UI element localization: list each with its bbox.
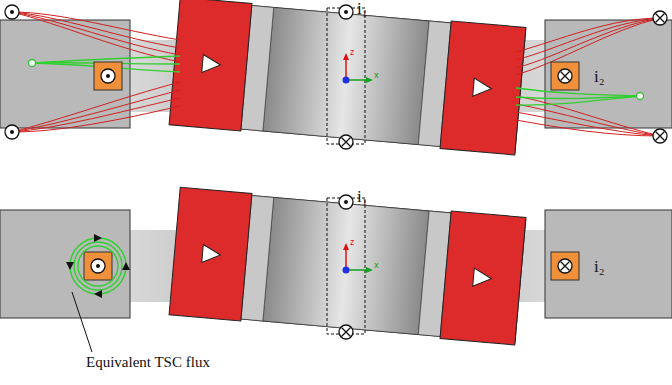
current-label: i₁ xyxy=(357,188,368,205)
axis-label: x xyxy=(374,262,379,270)
leader-line xyxy=(72,292,92,352)
axis-label: z xyxy=(350,239,354,247)
axis-label: z xyxy=(350,49,354,57)
current-label: i₁ xyxy=(357,0,368,17)
current-label: i₂ xyxy=(594,68,605,85)
current-label: i₂ xyxy=(594,258,605,275)
axis-label: x xyxy=(374,72,379,80)
caption-label: Equivalent TSC flux xyxy=(86,355,210,370)
